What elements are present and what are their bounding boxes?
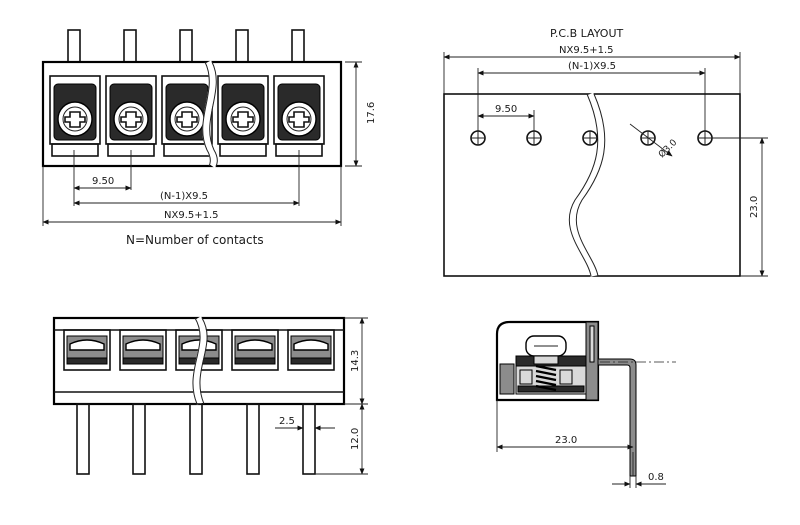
terminal-cell (161, 75, 213, 157)
terminal-cell (105, 75, 157, 157)
side-depth-label: 23.0 (555, 435, 577, 446)
pcb-hole (526, 130, 542, 146)
front-pins (67, 29, 305, 63)
pcb-span-label: (N-1)X9.5 (568, 61, 616, 72)
front-span-label: (N-1)X9.5 (160, 191, 208, 202)
rear-cell (119, 329, 167, 371)
rear-pin-width-label: 2.5 (279, 416, 295, 427)
terminal-cell (273, 75, 325, 157)
rear-body-height-label: 14.3 (350, 350, 361, 372)
pcb-hole (470, 130, 486, 146)
pcb-hole (582, 130, 598, 146)
pcb-hole-label: Ø3.0 (656, 137, 679, 160)
rear-cell (287, 329, 335, 371)
side-pin-thickness-label: 0.8 (648, 472, 664, 483)
break-line (202, 60, 217, 168)
rear-cell (63, 329, 111, 371)
pcb-pitch-label: 9.50 (495, 104, 517, 115)
rear-pin-length-label: 12.0 (350, 428, 361, 450)
front-total-label: NX9.5+1.5 (164, 210, 219, 221)
side-view: 23.0 0.8 (495, 320, 676, 488)
rear-view: 2.5 14.3 12.0 (52, 316, 368, 475)
rear-pins (76, 403, 316, 475)
front-height-dimension: 17.6 (345, 61, 377, 167)
terminal-cell (49, 75, 101, 157)
pcb-layout-view: P.C.B LAYOUT NX9.5+1.5 (N-1)X9.5 9.50 (443, 27, 768, 277)
front-total-dimension: NX9.5+1.5 (42, 210, 342, 225)
front-body (41, 60, 343, 168)
front-pitch-dimension: 9.50 (73, 176, 132, 191)
front-span-dimension: (N-1)X9.5 (73, 191, 300, 206)
front-terminals (49, 75, 325, 157)
pcb-hole (697, 130, 713, 146)
front-height-label: 17.6 (366, 102, 377, 124)
pcb-height-label: 23.0 (749, 196, 760, 218)
front-pitch-label: 9.50 (92, 176, 114, 187)
side-pin (597, 358, 637, 477)
pcb-total-label: NX9.5+1.5 (559, 45, 614, 56)
contacts-note: N=Number of contacts (126, 233, 264, 247)
front-view: 17.6 9.50 (N-1)X9.5 NX9.5+1.5 N=Number o… (41, 29, 377, 247)
pcb-holes (470, 130, 713, 146)
side-screw (519, 335, 573, 392)
terminal-cell (217, 75, 269, 157)
pcb-layout-title: P.C.B LAYOUT (550, 27, 624, 40)
rear-cell (231, 329, 279, 371)
